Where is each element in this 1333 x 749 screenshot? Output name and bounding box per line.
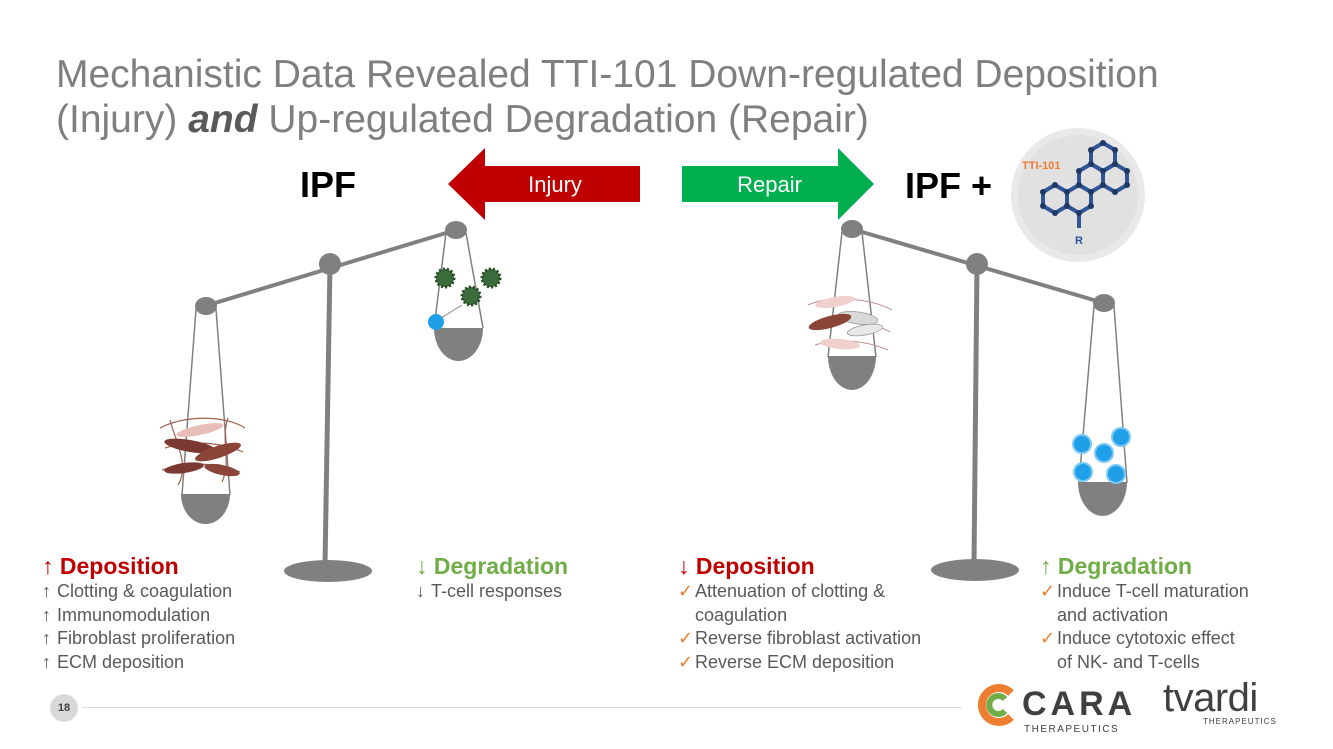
list-item: ↑Clotting & coagulation [42,581,233,601]
injury-degradation-column: ↓ Degradation ↓T-cell responses [416,552,676,604]
title-emphasis: and [188,98,258,141]
molecule-label: TTI-101 [1022,160,1061,172]
repair-arrow-label: Repair [737,172,802,197]
slide-title: Mechanistic Data Revealed TTI-101 Down-r… [56,52,1296,142]
molecule-substituent: R [1075,235,1083,247]
column-heading: ↓ Deposition [678,553,815,579]
list-item: ✓Reverse ECM deposition [678,651,895,672]
list-item: ✓Reverse fibroblast activation [678,628,922,648]
tvardi-logo-subtitle: THERAPEUTICS [1203,717,1277,726]
column-heading: ↓ Degradation [416,553,569,579]
title-line-2-end: Up-regulated Degradation (Repair) [257,98,869,141]
cara-logo-mark [977,684,1014,726]
ipf-plus-label: IPF + [905,165,993,206]
title-line-1: Mechanistic Data Revealed TTI-101 Down-r… [56,53,1159,96]
injury-arrow-label: Injury [528,172,582,197]
column-heading: ↑ Degradation [1040,553,1193,579]
right-scale-base [931,559,1019,581]
list-item: ↑ECM deposition [42,651,185,672]
cara-logo-text: CARA [1022,685,1137,723]
right-pan-1 [828,356,876,390]
fibroblast-cluster-right [807,295,893,351]
ipf-label: IPF [300,164,357,205]
title-line-2-start: (Injury) [56,98,189,141]
page-number: 18 [50,694,78,722]
injury-deposition-column: ↑ Deposition ↑Clotting & coagulation ↑Im… [42,552,302,674]
list-item: ↑Fibroblast proliferation [42,628,236,648]
left-balance-scale [181,221,484,582]
left-pan-1 [181,494,230,524]
list-item: ↑Immunomodulation [42,604,211,625]
repair-deposition-column: ↓ Deposition ✓Attenuation of clotting &c… [678,552,938,674]
column-heading: ↑ Deposition [42,553,179,579]
left-pan-2 [434,328,483,361]
nk-cell-cluster [428,267,502,330]
left-scale-base [284,560,372,582]
fibroblast-cluster-left [159,417,246,486]
injury-arrow [448,148,640,220]
right-balance-scale [827,220,1128,581]
tvardi-logo-text: tvardi [1163,676,1258,720]
t-cell-cluster [1072,427,1131,484]
list-item: ✓Attenuation of clotting &coagulation [678,581,886,625]
tti-101-molecule: R [1011,128,1145,262]
list-item: ↓T-cell responses [416,581,563,601]
right-pan-2 [1078,482,1127,516]
cara-logo-subtitle: THERAPEUTICS [1024,724,1120,735]
footer-divider [82,707,962,708]
repair-arrow [682,148,874,220]
